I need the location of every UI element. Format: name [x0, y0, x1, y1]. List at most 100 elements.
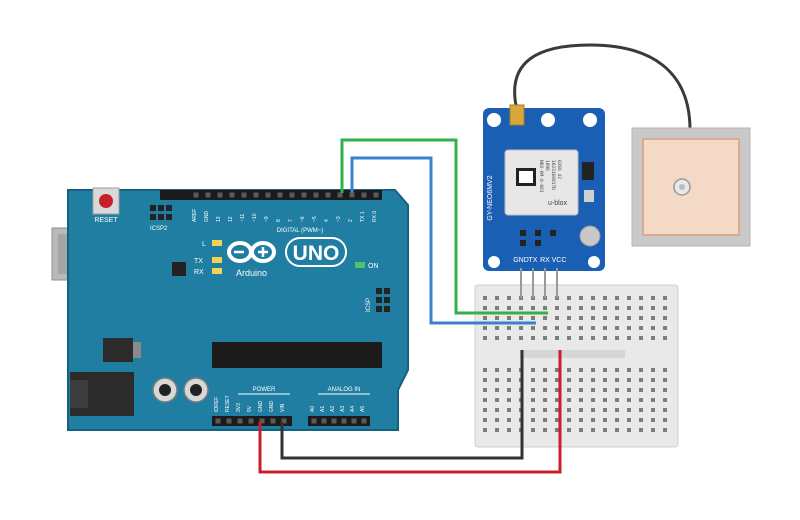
header-pin [229, 192, 235, 198]
pin-label: IOREF [214, 397, 220, 412]
breadboard-hole [531, 306, 535, 310]
gps-module-line-1: NEO-6M-0-001 [538, 160, 544, 193]
icsp-label: ICSP [366, 298, 372, 312]
pin-label: A4 [350, 406, 356, 412]
digital-label: DIGITAL (PWM~) [277, 228, 324, 234]
breadboard-hole [591, 388, 595, 392]
breadboard-hole [483, 428, 487, 432]
header-pin [277, 192, 283, 198]
pin-label: ~5 [312, 216, 318, 222]
breadboard-hole [519, 326, 523, 330]
pin-label: 8 [276, 219, 282, 222]
breadboard-hole [579, 388, 583, 392]
breadboard-hole [507, 378, 511, 382]
breadboard [474, 284, 679, 448]
breadboard-hole [615, 336, 619, 340]
breadboard-hole [591, 368, 595, 372]
analog-header [308, 416, 370, 426]
digital-header-pins [193, 192, 379, 198]
breadboard-hole [591, 326, 595, 330]
breadboard-hole [651, 388, 655, 392]
breadboard-hole [603, 326, 607, 330]
gps-module-line-2: 1096 [544, 160, 550, 171]
breadboard-hole [627, 388, 631, 392]
breadboard-hole [519, 306, 523, 310]
breadboard-hole [531, 368, 535, 372]
header-pin [248, 418, 254, 424]
breadboard-hole [627, 336, 631, 340]
breadboard-hole [627, 408, 631, 412]
gps-pin-vcc: VCC [552, 257, 567, 264]
breadboard-hole [603, 336, 607, 340]
breadboard-hole [531, 398, 535, 402]
breadboard-hole [543, 418, 547, 422]
breadboard-hole [543, 336, 547, 340]
wire-red [258, 350, 562, 474]
header-pin [313, 192, 319, 198]
pin-label: ~10 [252, 213, 258, 222]
breadboard-hole [627, 428, 631, 432]
breadboard-hole [531, 378, 535, 382]
pin-label: 12 [228, 216, 234, 222]
breadboard-hole [495, 316, 499, 320]
pin-label: TX 1 [360, 211, 366, 222]
breadboard-hole [579, 316, 583, 320]
pin-label: A3 [340, 406, 346, 412]
breadboard-hole [507, 368, 511, 372]
pin-label: 4 [324, 219, 330, 222]
breadboard-hole [543, 428, 547, 432]
breadboard-hole [543, 388, 547, 392]
breadboard-hole [591, 316, 595, 320]
breadboard-hole [579, 296, 583, 300]
breadboard-hole [483, 388, 487, 392]
breadboard-hole [495, 428, 499, 432]
breadboard-hole [639, 428, 643, 432]
breadboard-hole [495, 418, 499, 422]
breadboard-hole [603, 378, 607, 382]
pin-label: AREF [192, 209, 198, 222]
breadboard-hole [627, 296, 631, 300]
breadboard-hole [663, 336, 667, 340]
breadboard-hole [627, 326, 631, 330]
breadboard-hole [663, 378, 667, 382]
breadboard-hole [639, 408, 643, 412]
breadboard-hole [603, 316, 607, 320]
breadboard-hole [567, 428, 571, 432]
breadboard-hole [483, 378, 487, 382]
breadboard-hole [483, 336, 487, 340]
breadboard-hole [615, 296, 619, 300]
breadboard-hole [519, 336, 523, 340]
breadboard-hole [651, 418, 655, 422]
breadboard-hole [651, 428, 655, 432]
breadboard-hole [579, 306, 583, 310]
breadboard-hole [591, 336, 595, 340]
breadboard-hole [579, 408, 583, 412]
breadboard-hole [495, 388, 499, 392]
breadboard-hole [567, 326, 571, 330]
breadboard-hole [651, 306, 655, 310]
wire-green [340, 138, 548, 315]
breadboard-hole [495, 336, 499, 340]
breadboard-hole [639, 368, 643, 372]
breadboard-hole [531, 326, 535, 330]
breadboard-hole [639, 326, 643, 330]
pin-label: A5 [360, 406, 366, 412]
breadboard-hole [663, 368, 667, 372]
pin-label: A0 [310, 406, 316, 412]
breadboard-hole [639, 306, 643, 310]
breadboard-hole [603, 388, 607, 392]
power-header-pins [215, 418, 287, 424]
on-label: ON [368, 263, 379, 270]
breadboard-hole [483, 296, 487, 300]
breadboard-hole [543, 326, 547, 330]
breadboard-hole [531, 418, 535, 422]
wire-black [280, 350, 524, 460]
breadboard-hole [567, 408, 571, 412]
pin-label: 3V3 [236, 403, 242, 412]
pin-label: RESET [225, 395, 231, 412]
power-label: POWER [253, 387, 276, 393]
breadboard-hole [603, 398, 607, 402]
